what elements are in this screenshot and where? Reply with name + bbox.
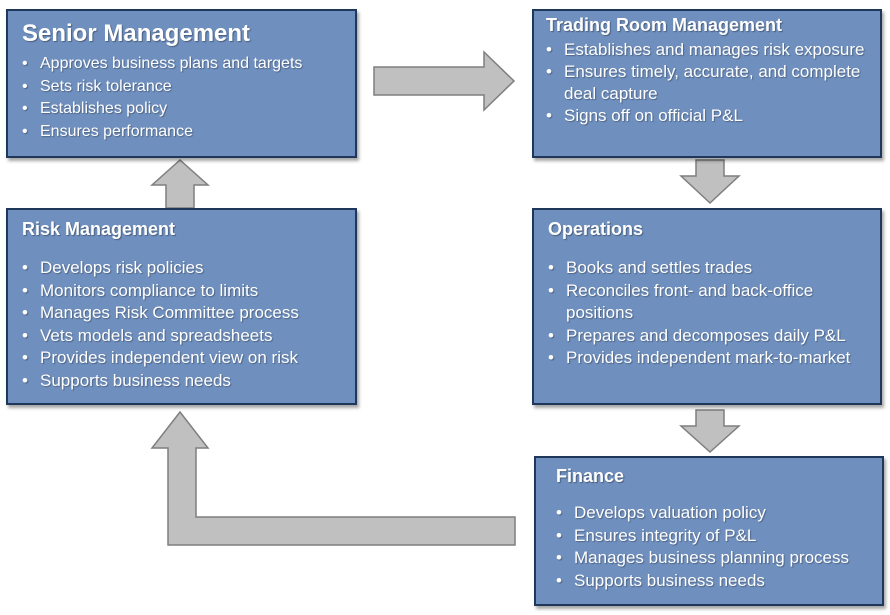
- finance-box: Finance Develops valuation policy Ensure…: [534, 456, 884, 606]
- arrow-risk-to-senior: [150, 158, 210, 209]
- list-item: Develops risk policies: [22, 257, 347, 280]
- arrow-finance-to-risk: [150, 410, 516, 546]
- list-item: Books and settles trades: [548, 257, 876, 280]
- list-item: Ensures integrity of P&L: [556, 525, 880, 548]
- senior-management-list: Approves business plans and targets Sets…: [22, 53, 347, 143]
- senior-management-title: Senior Management: [22, 20, 251, 47]
- list-item: Provides independent mark-to-market: [548, 347, 876, 370]
- list-item: Approves business plans and targets: [22, 53, 347, 76]
- list-item: Reconciles front- and back-office positi…: [548, 280, 876, 325]
- senior-management-box: Senior Management Approves business plan…: [6, 9, 357, 158]
- list-item: Ensures timely, accurate, and complete d…: [546, 61, 872, 105]
- list-item: Manages Risk Committee process: [22, 302, 347, 325]
- risk-management-title: Risk Management: [22, 219, 176, 239]
- list-item: Manages business planning process: [556, 547, 880, 570]
- list-item: Sets risk tolerance: [22, 76, 347, 99]
- list-item: Supports business needs: [22, 370, 347, 393]
- list-item: Develops valuation policy: [556, 502, 880, 525]
- trading-room-management-title: Trading Room Management: [546, 15, 783, 35]
- list-item: Monitors compliance to limits: [22, 280, 347, 303]
- risk-management-list: Develops risk policies Monitors complian…: [22, 257, 347, 392]
- list-item: Establishes policy: [22, 98, 347, 121]
- operations-list: Books and settles trades Reconciles fron…: [548, 257, 876, 370]
- list-item: Prepares and decomposes daily P&L: [548, 325, 876, 348]
- risk-management-box: Risk Management Develops risk policies M…: [6, 208, 357, 405]
- operations-title: Operations: [548, 219, 644, 239]
- list-item: Signs off on official P&L: [546, 105, 872, 127]
- operations-box: Operations Books and settles trades Reco…: [532, 208, 882, 405]
- list-item: Provides independent view on risk: [22, 347, 347, 370]
- arrow-operations-to-finance: [679, 409, 741, 454]
- list-item: Establishes and manages risk exposure: [546, 39, 872, 61]
- list-item: Supports business needs: [556, 570, 880, 593]
- arrow-senior-to-trading: [373, 50, 516, 112]
- arrow-trading-to-operations: [679, 159, 741, 205]
- finance-title: Finance: [556, 466, 625, 486]
- list-item: Vets models and spreadsheets: [22, 325, 347, 348]
- trading-room-management-list: Establishes and manages risk exposure En…: [546, 39, 872, 127]
- list-item: Ensures performance: [22, 121, 347, 144]
- trading-room-management-box: Trading Room Management Establishes and …: [532, 9, 882, 158]
- finance-list: Develops valuation policy Ensures integr…: [556, 502, 880, 592]
